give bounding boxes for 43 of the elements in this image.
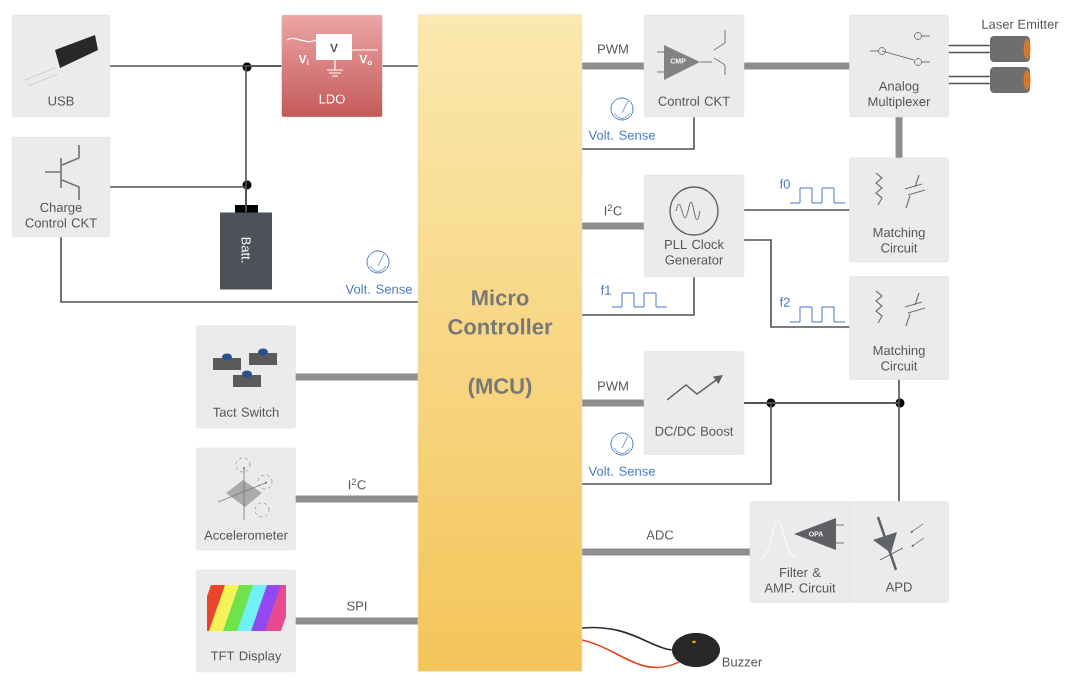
component-label: V$_{i}$ <box>298 54 309 65</box>
connector-line <box>947 44 991 47</box>
edge-label: ADC <box>645 529 675 541</box>
node-label: Buzzer <box>722 657 763 667</box>
component-label: V$_{o}$ <box>359 54 372 66</box>
connector-line <box>381 65 419 67</box>
component-box: Matching Circuit <box>849 157 949 263</box>
laser-emitter-drawing <box>990 67 1031 93</box>
component-box: Charge Control CKT <box>11 136 111 238</box>
edge-label: f2 <box>778 296 792 308</box>
connector-line <box>581 626 673 651</box>
edge-label: SPI <box>345 600 369 612</box>
connector-line <box>581 402 772 485</box>
component-box: Analog Multiplexer <box>849 14 949 118</box>
edge-label: f0 <box>778 178 792 190</box>
edge-label: f1 <box>599 284 613 296</box>
edge-label: Volt. Sense <box>587 465 657 477</box>
edge-label: Volt. Sense <box>587 129 657 141</box>
buzzer-drawing: Buzzer <box>672 633 762 667</box>
component-box: Matching Circuit <box>849 276 949 380</box>
connector-line <box>743 402 900 503</box>
component-label: Laser Emitter <box>982 19 1059 29</box>
edge-label: PWM <box>596 380 630 392</box>
connector-line <box>743 209 851 211</box>
connector-line <box>947 82 991 85</box>
connector-line <box>581 639 680 669</box>
microcontroller-box: Micro Controller (MCU) <box>417 14 583 672</box>
connector-line <box>743 239 851 328</box>
component-box: Accelerometer <box>196 447 296 551</box>
edge-label: PWM <box>596 43 630 55</box>
component-box: APD <box>849 501 949 603</box>
laser-emitter-drawing <box>990 36 1031 62</box>
connector-line <box>947 75 991 78</box>
component-box: USB <box>11 14 111 118</box>
component-label: V <box>330 43 338 53</box>
connector-line <box>947 51 991 54</box>
component-box: DC/DC Boost <box>643 351 745 455</box>
connector-line <box>581 116 695 150</box>
component-box: PLL Clock Generator <box>643 174 745 278</box>
connector-line <box>581 276 695 316</box>
connector-line <box>109 186 247 214</box>
connector-line <box>60 236 419 303</box>
edge-label: Volt. Sense <box>344 283 414 295</box>
